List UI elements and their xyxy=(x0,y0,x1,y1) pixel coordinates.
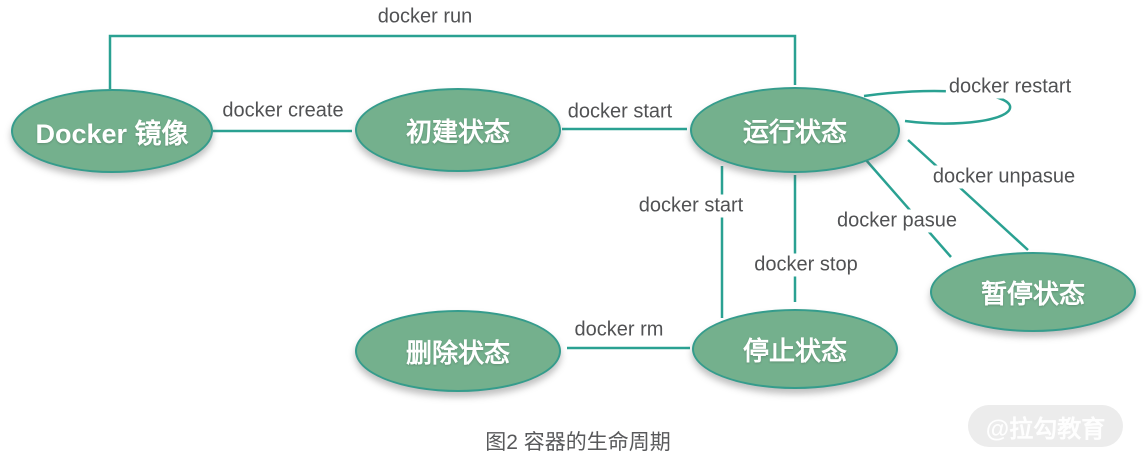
figure-caption: 图2 容器的生命周期 xyxy=(485,431,671,454)
edge-docker-unpause xyxy=(907,139,1029,251)
node-deleted-state-label: 删除状态 xyxy=(405,337,510,368)
node-paused-state: 暂停状态 xyxy=(930,252,1136,332)
edge-label-docker-run: docker run xyxy=(374,5,476,29)
edge-label-docker-pause: docker pasue xyxy=(833,209,961,233)
edge-label-docker-restart: docker restart xyxy=(945,75,1075,99)
node-stopped-state: 停止状态 xyxy=(692,309,898,389)
watermark-text: @拉勾教育 xyxy=(985,415,1106,443)
node-created-state-label: 初建状态 xyxy=(405,116,510,147)
watermark-badge: @拉勾教育 xyxy=(968,405,1123,447)
node-stopped-state-label: 停止状态 xyxy=(742,335,847,366)
edge-label-docker-unpause: docker unpasue xyxy=(929,165,1079,189)
edge-docker-restart-loop xyxy=(863,89,1012,125)
node-created-state: 初建状态 xyxy=(355,88,561,172)
node-running-state-label: 运行状态 xyxy=(742,116,847,147)
node-deleted-state: 删除状态 xyxy=(355,310,561,392)
node-docker-image-label: Docker 镜像 xyxy=(35,118,189,149)
edge-label-docker-rm: docker rm xyxy=(571,318,667,342)
node-paused-state-label: 暂停状态 xyxy=(980,278,1085,309)
node-docker-image: Docker 镜像 xyxy=(11,89,213,173)
edge-docker-run xyxy=(108,34,797,89)
edge-label-docker-start-bottom: docker start xyxy=(635,194,747,218)
edge-label-docker-create: docker create xyxy=(219,99,347,123)
edge-label-docker-start-top: docker start xyxy=(564,100,676,124)
edge-docker-pause xyxy=(865,159,952,258)
node-running-state: 运行状态 xyxy=(690,87,900,173)
edge-label-docker-stop: docker stop xyxy=(751,253,861,277)
